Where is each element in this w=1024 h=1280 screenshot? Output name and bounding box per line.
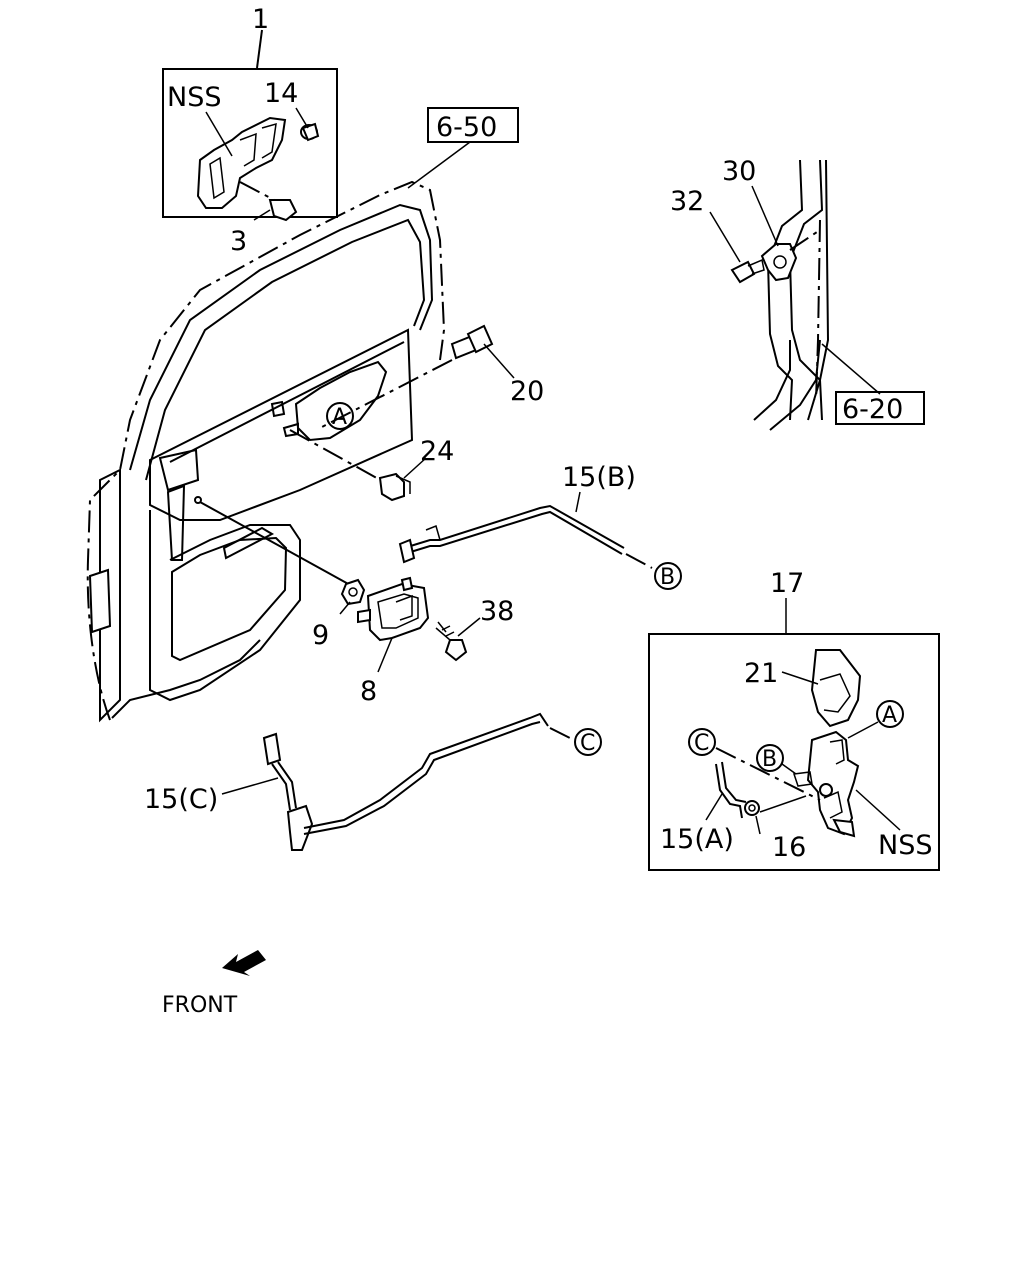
callout-32: 32	[670, 186, 704, 217]
ref-6-50-label: 6-50	[436, 112, 497, 143]
marker-a-box: A	[882, 703, 897, 728]
handle-8: 8 38	[357, 576, 514, 707]
nut-9: 9	[199, 501, 366, 651]
callout-21: 21	[744, 658, 778, 689]
callout-16: 16	[772, 832, 806, 863]
door-panel: A	[86, 180, 446, 723]
callout-30: 30	[722, 156, 756, 187]
callout-15b: 15(B)	[562, 462, 636, 493]
rod-15b: B 15(B)	[398, 462, 682, 590]
ref-6-20-label: 6-20	[842, 394, 903, 425]
callout-9: 9	[312, 620, 329, 651]
ref-6-50: 6-50	[407, 107, 519, 189]
callout-1: 1	[252, 4, 269, 35]
bolt-20: 20	[319, 324, 544, 429]
marker-b-rod: B	[660, 565, 675, 590]
callout-14: 14	[264, 78, 298, 109]
marker-c-rod: C	[580, 731, 595, 756]
callout-3: 3	[230, 226, 247, 257]
callout-38: 38	[480, 596, 514, 627]
marker-b-box: B	[762, 747, 777, 772]
callout-15c: 15(C)	[144, 784, 218, 815]
front-direction-indicator: FRONT	[162, 950, 266, 1018]
clip-24: 24	[289, 429, 454, 502]
marker-c-box: C	[694, 731, 709, 756]
front-arrow-icon	[222, 950, 266, 976]
callout-20: 20	[510, 376, 544, 407]
inset-part-17: 17 21 A B C 15(A) 16	[648, 568, 940, 871]
callout-24: 24	[420, 436, 454, 467]
label-nss-lower: NSS	[878, 830, 932, 861]
callout-8: 8	[360, 676, 377, 707]
rod-15c: C 15(C)	[144, 712, 602, 851]
door-frame-striker: 30 32 6-20	[670, 156, 925, 431]
callout-15a: 15(A)	[660, 824, 734, 855]
callout-17: 17	[770, 568, 804, 599]
inset-part-1: NSS 14 1 3	[162, 4, 338, 257]
label-nss-upper: NSS	[167, 82, 221, 113]
front-label: FRONT	[162, 993, 238, 1018]
